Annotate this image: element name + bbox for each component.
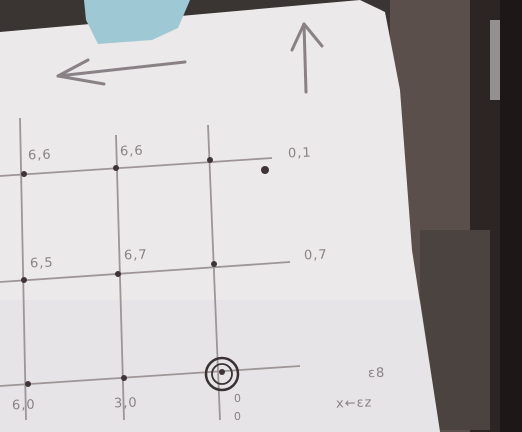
label-r3c1: 6,0 <box>11 397 36 414</box>
label-r2c1: 6,5 <box>29 255 54 272</box>
label-r1-right: 0,1 <box>287 145 312 162</box>
label-r3c2: 3,0 <box>113 395 138 412</box>
up-arrow-icon <box>290 22 324 94</box>
label-axis-x: x←εz <box>335 395 373 412</box>
label-r3c3-a: 0 <box>233 391 243 406</box>
intersection-marks <box>21 157 269 387</box>
label-r2-right: 0,7 <box>303 247 328 264</box>
goal-circle-icon <box>204 356 240 392</box>
label-r1c2: 6,6 <box>119 143 144 160</box>
left-arrow-icon <box>56 58 187 86</box>
label-r3c3-b: 0 <box>233 409 243 424</box>
grid-lines <box>0 117 301 421</box>
label-r1c1: 6,6 <box>27 147 52 164</box>
label-axis-y: ε8 <box>367 365 386 382</box>
label-r2c2: 6,7 <box>123 247 148 264</box>
blue-tape <box>84 0 190 44</box>
